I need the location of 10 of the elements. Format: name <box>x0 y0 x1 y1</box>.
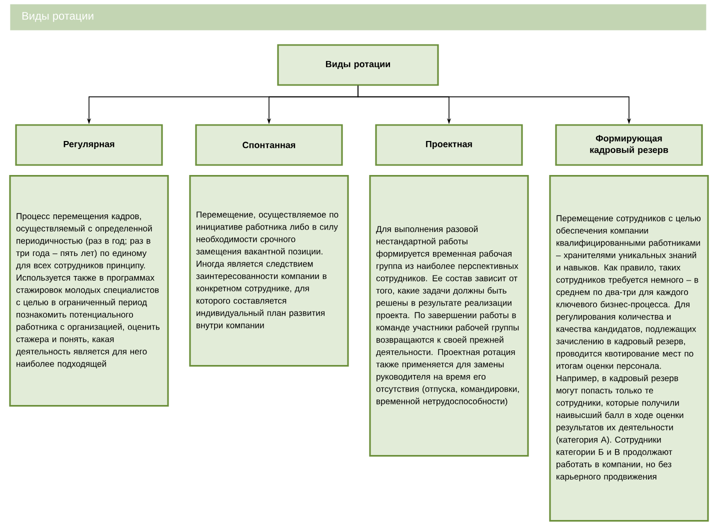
description-box: Перемещение сотрудников с целью обеспечения компании квалифицированными работниками – хранителями уникальных знаний и навыков. Как правило, таких сотрудников требуется немного – в среднем по два-три для каждого ключевого бизнес-процесса. Для регулирования количества и качества кандидатов, подлежащих зачислению в кадровый резерв, проводится квотирование мест по итогам оценки персонала. Например, в кадровый резерв могут попасть только те сотрудники, которые получили наивысший балл в ходе оценки результатов их деятельности (категория А). Сотрудники категории Б и В продолжают работать в компании, но без карьерного продвижения <box>549 175 709 522</box>
title: Виды ротации <box>22 12 94 22</box>
category-box: Проектная <box>375 124 523 166</box>
category-box: Формирующая кадровый резерв <box>555 124 703 166</box>
description-box: Процесс перемещения кадров, осуществляемый с определенной периодичностью (раз в год; раз в три года – пять лет) по единому для всех сотрудников принципу. Используется также в программах стажировок молодых специалистов с целью в ограниченный период познакомить потенциального работника с организацией, оценить стажера и понять, какая деятельность является для него наиболее подходящей <box>9 175 169 407</box>
root-box: Виды ротации <box>277 44 439 86</box>
description-box: Перемещение, осуществляемое по инициативе работника либо в силу необходимости срочного замещения вакантной позиции. Иногда является следствием заинтересованности компании в конкретном сотруднике, для которого составляется индивидуальный план развития внутри компании <box>189 175 349 367</box>
description-box: Для выполнения разовой нестандартной работы формируется временная рабочая группа из наиболее перспективных сотрудников. Ее состав зависит от того, какие задачи должны быть решены в результате реализации проекта. По завершении работы в команде участники рабочей группы возвращаются к своей прежней деятельности. Проектная ротация также применяется для замены руководителя на время его отсутствия (отпуска, командировки, временной нетрудоспособности) <box>369 175 529 457</box>
category-box: Спонтанная <box>195 124 343 166</box>
category-box: Регулярная <box>15 124 163 166</box>
